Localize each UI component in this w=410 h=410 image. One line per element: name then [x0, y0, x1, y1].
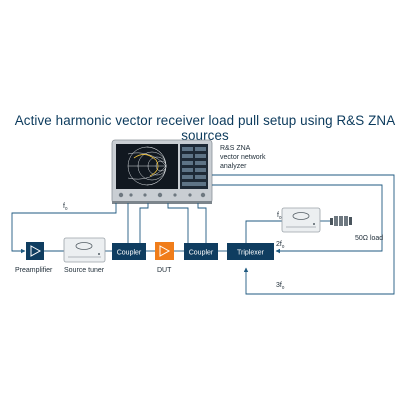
analyzer-ports: [118, 192, 206, 198]
smith-chart-icon: [127, 146, 167, 186]
analyzer-label-line3: analyzer: [220, 163, 247, 170]
source-tuner-label: Source tuner: [64, 267, 105, 274]
coupler-2-block: Coupler: [184, 243, 218, 260]
dut-label: DUT: [157, 267, 172, 274]
triplexer-label: Triplexer: [237, 250, 265, 257]
load-label: 50Ω load: [355, 235, 383, 242]
f0-load-label: f0: [277, 212, 282, 220]
coupler-1-block: Coupler: [112, 243, 146, 260]
analyzer-screen: [116, 144, 178, 189]
vector-network-analyzer: [111, 139, 213, 204]
coupler-1-label: Coupler: [117, 250, 142, 257]
three-f0-label: 3f0: [276, 282, 285, 290]
dut-block: [155, 242, 174, 260]
signal-paths: [11, 174, 395, 295]
load-tuner-device: [281, 207, 321, 233]
triplexer-block: Triplexer: [227, 243, 274, 260]
preamplifier-label: Preamplifier: [15, 267, 53, 274]
coupler-2-label: Coupler: [189, 250, 214, 257]
analyzer-label-line2: vector network: [220, 154, 266, 161]
load-resistor-icon: [330, 216, 352, 226]
source-tuner-device: [63, 237, 106, 263]
f0-left-label: f0: [63, 203, 68, 211]
preamplifier-block: [26, 242, 44, 260]
analyzer-label-line1: R&S ZNA: [220, 145, 251, 152]
diagram-title: Active harmonic vector receiver load pul…: [14, 113, 396, 143]
two-f0-label: 2f0: [276, 241, 285, 249]
